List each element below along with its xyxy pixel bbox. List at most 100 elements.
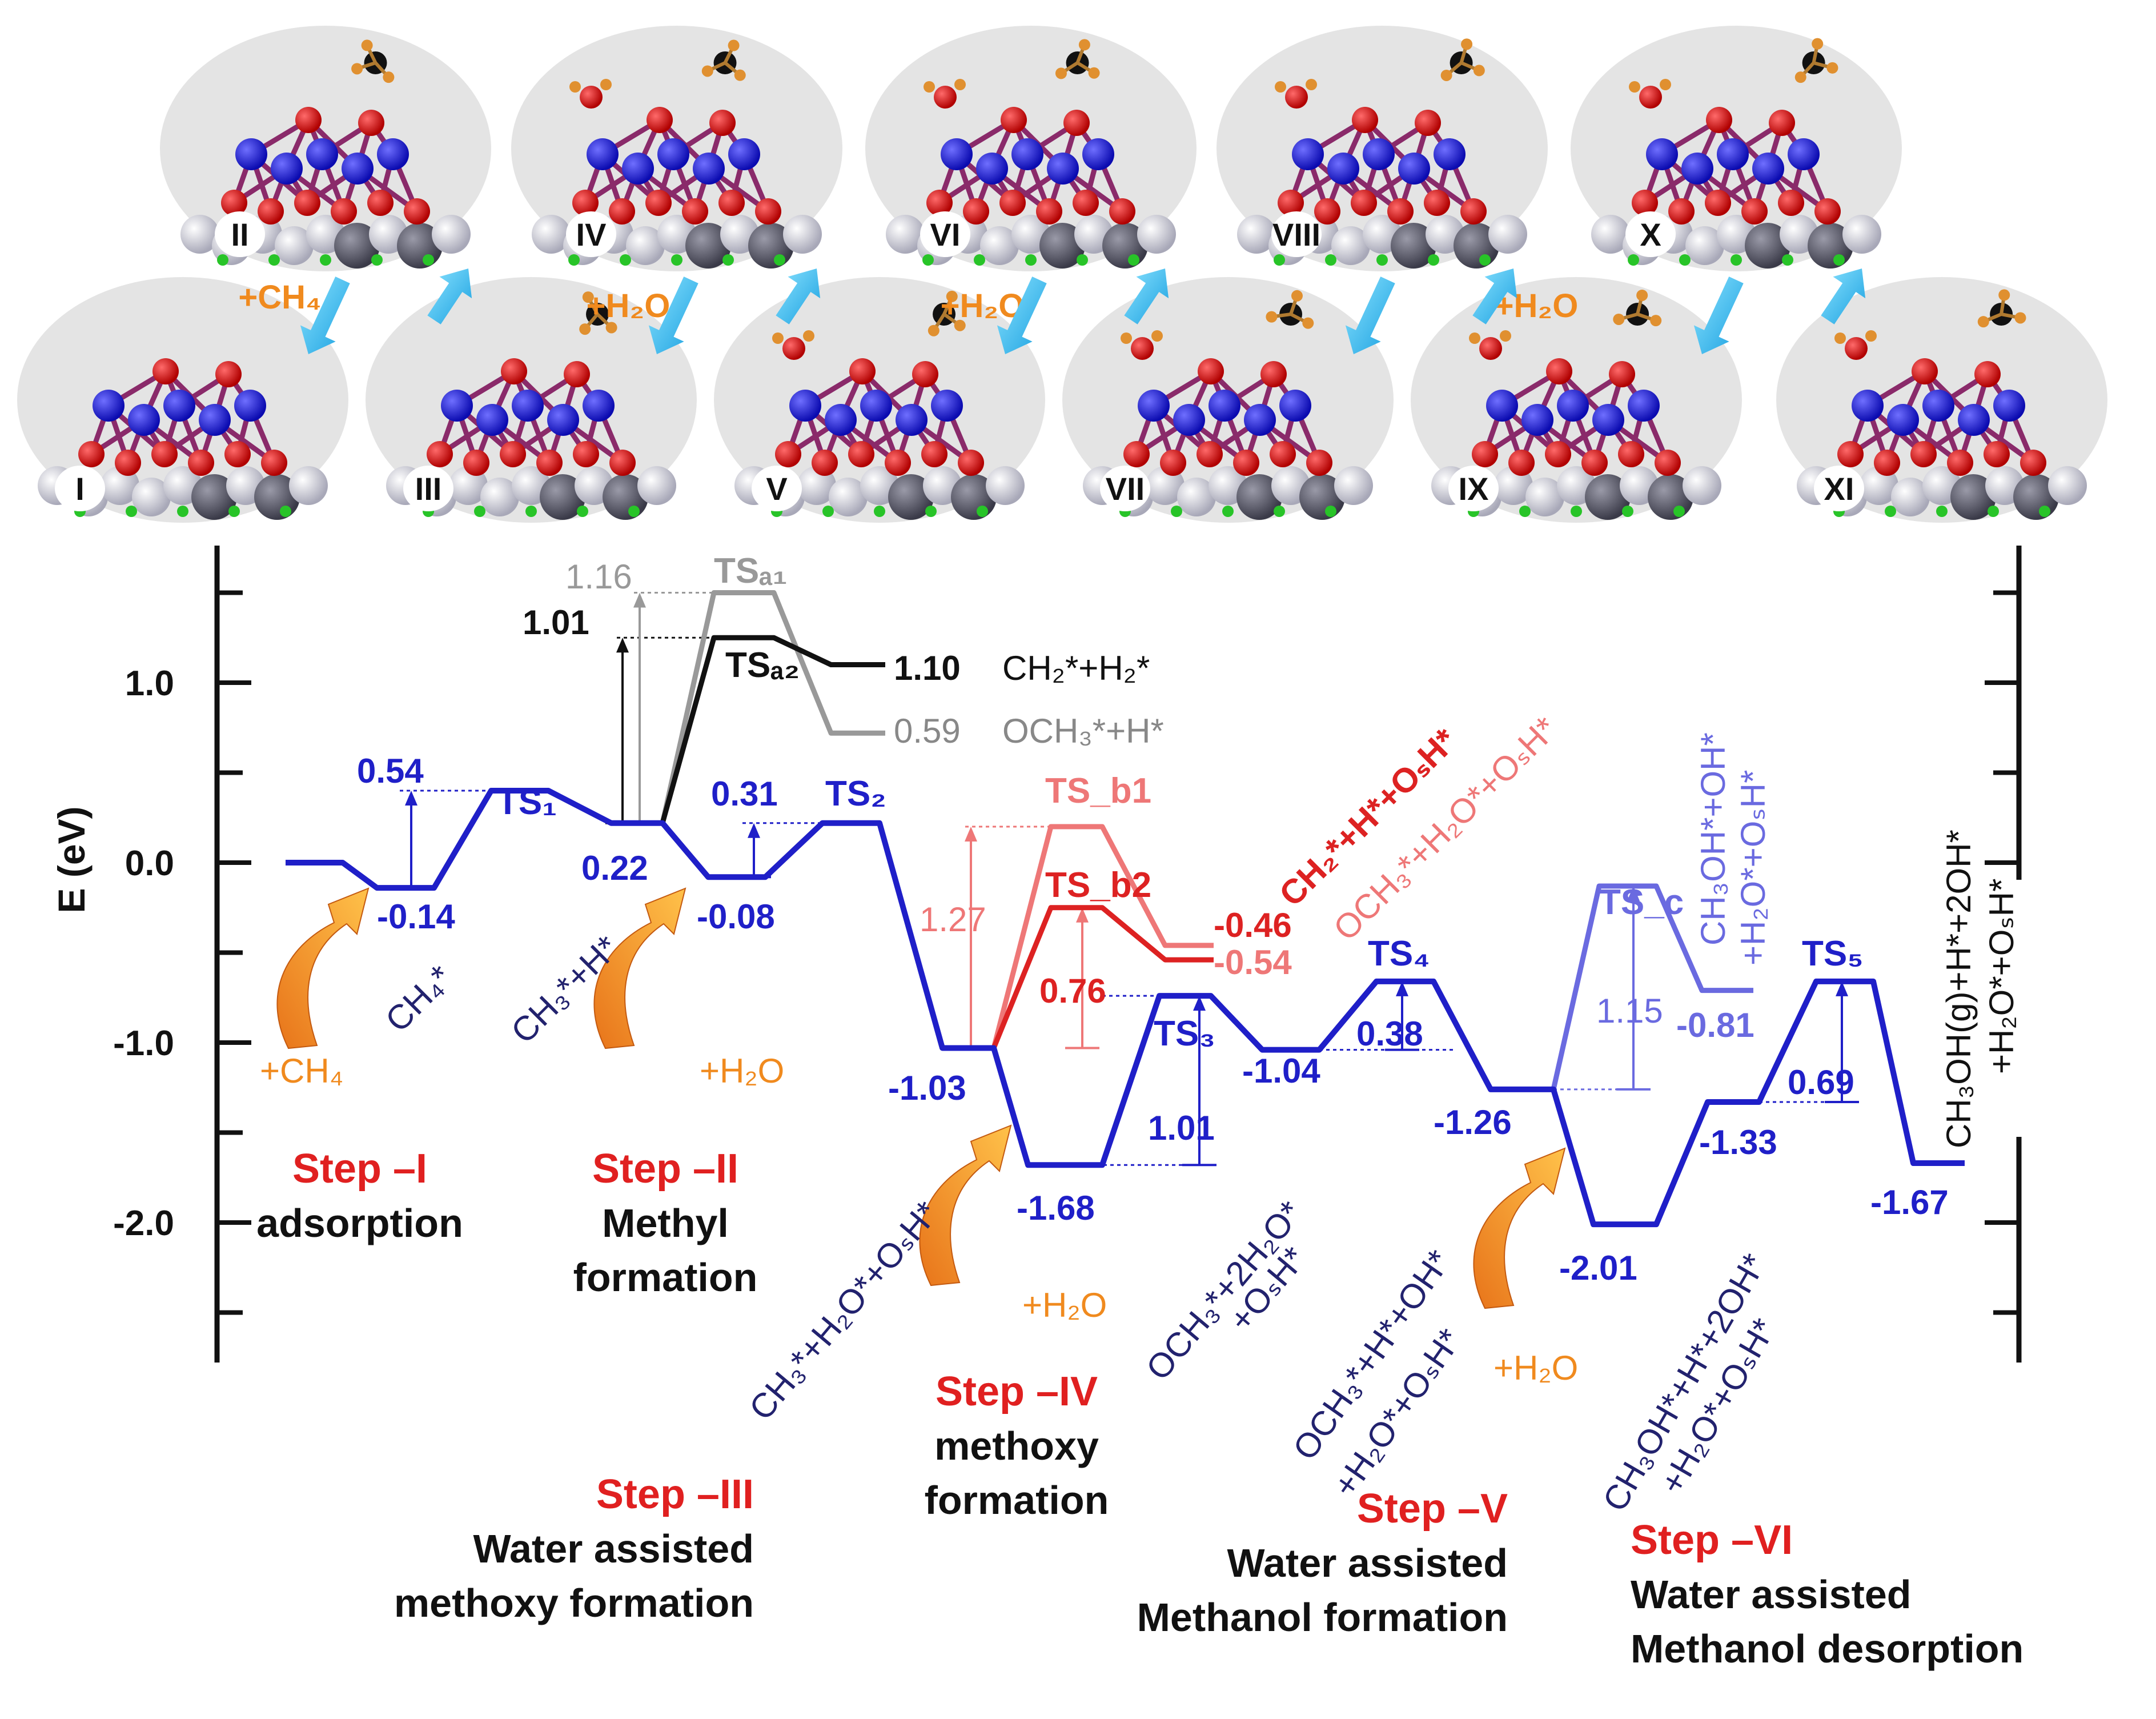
vanadium-atom: [235, 138, 267, 170]
structure-panel: I: [17, 277, 348, 523]
vanadium-atom: [1244, 404, 1276, 436]
species-ch3oh-oh-line2: +H₂O*+OₛH*: [1734, 770, 1772, 965]
vanadium-atom: [1173, 404, 1205, 436]
down-transition-arrow: [427, 269, 472, 324]
species-ch3oh-g-line1: CH₃OH(g)+H*+2OH*: [1940, 830, 1978, 1148]
structure-label: VII: [1106, 471, 1145, 507]
oxygen-atom: [755, 198, 781, 225]
species-ch3-h2o-osh: CH₃*+H₂O*+OₛH*: [742, 1194, 946, 1427]
ts5-label: TS₅: [1802, 934, 1864, 973]
structure-panel: V: [714, 277, 1045, 523]
energy-1.01-top: 1.01: [523, 603, 589, 642]
oxygen-atom: [885, 450, 911, 476]
structure-panel: IX: [1411, 277, 1742, 523]
green-atom: [1325, 254, 1336, 266]
green-atom: [371, 254, 383, 266]
addition-h2o-a: +H₂O: [700, 1052, 784, 1090]
guide-lines: [394, 592, 1859, 1167]
oxygen-atom: [1424, 190, 1450, 216]
structure-label: IV: [576, 217, 607, 253]
y-tick-labels: 1.00.0-1.0-2.0: [113, 664, 174, 1243]
energy--1.04: -1.04: [1242, 1052, 1320, 1090]
y-tick-label: -1.0: [113, 1024, 174, 1063]
vanadium-atom: [789, 390, 821, 422]
vanadium-atom: [1592, 404, 1624, 436]
vanadium-atom: [1788, 138, 1820, 170]
vanadium-atom: [1138, 390, 1170, 422]
y-tick-label: -2.0: [113, 1204, 174, 1243]
oxygen-atom: [294, 190, 320, 216]
hydrogen-atom: [924, 81, 935, 93]
oxygen-atom: [151, 441, 178, 467]
vanadium-atom: [693, 153, 725, 185]
structure-label-badge: [566, 211, 616, 257]
green-atom: [1673, 506, 1685, 517]
green-atom: [1731, 254, 1742, 266]
hydrogen-atom: [1121, 332, 1132, 344]
energy-1.15: 1.15: [1596, 992, 1663, 1030]
vanadium-atom: [1082, 138, 1114, 170]
oxygen-atom: [1668, 198, 1695, 225]
structure-panel: VII: [1062, 277, 1394, 523]
energy--1.26: -1.26: [1434, 1103, 1512, 1141]
oxygen-atom: [1314, 198, 1340, 225]
surface-atom: [334, 223, 380, 269]
surface-atom: [101, 466, 139, 505]
barrier-arrow-tsc-head: [1627, 885, 1640, 901]
energy--2.01: -2.01: [1559, 1249, 1637, 1287]
up-transition-arrow: [1345, 277, 1395, 354]
oxygen-atom: [78, 441, 105, 467]
surface-atom: [1331, 226, 1370, 265]
hydrogen-atom: [1998, 289, 2010, 301]
green-atom: [577, 506, 588, 517]
oxygen-atom: [1778, 190, 1804, 216]
energy-0.31: 0.31: [711, 775, 778, 813]
structure-label-badge: [1625, 211, 1676, 257]
vanadium-atom: [547, 404, 579, 436]
oxygen-atom: [682, 198, 708, 225]
energy-profiles: [286, 590, 1965, 1228]
barrier-arrow-ts1-head: [405, 791, 417, 806]
structure-transition-label: +CH₄: [238, 279, 321, 316]
water-oxygen: [1845, 337, 1868, 360]
hydrogen-atom: [2014, 312, 2026, 324]
oxygen-atom: [573, 441, 599, 467]
vanadium-atom: [1011, 138, 1043, 170]
vanadium-atom: [657, 138, 689, 170]
surface-atom: [1391, 223, 1436, 269]
surface-atom: [783, 215, 822, 254]
green-atom: [922, 254, 934, 266]
water-oxygen: [1639, 86, 1662, 109]
tsb1-label: TS_b1: [1045, 771, 1151, 811]
addition-arrows: [276, 887, 1566, 1309]
oxygen-atom: [1063, 110, 1090, 136]
addition-ch4: +CH₄: [260, 1052, 343, 1090]
branch-tsa2: [660, 635, 885, 824]
oxygen-atom: [1415, 110, 1441, 136]
oxygen-atom: [1508, 450, 1535, 476]
hydrogen-atom: [600, 79, 612, 90]
structure-panel: VIII: [1216, 26, 1548, 271]
step-title: Step –VI: [1631, 1517, 1793, 1563]
hydrogen-atom: [1461, 38, 1473, 50]
green-atom: [722, 254, 734, 266]
oxygen-atom: [152, 358, 179, 384]
surface-atom: [1950, 474, 1996, 520]
ts3-label: TS₃: [1154, 1014, 1215, 1053]
energy--1.67: -1.67: [1870, 1183, 1949, 1221]
barrier-arrow-ts2-head: [748, 823, 760, 838]
structure-panel: II: [160, 26, 491, 271]
surface-atom: [626, 226, 665, 265]
green-atom: [1376, 254, 1388, 266]
down-transition-arrow: [776, 269, 821, 324]
vanadium-atom: [825, 404, 857, 436]
energy-0.38: 0.38: [1356, 1015, 1423, 1053]
energy--0.08: -0.08: [697, 897, 775, 936]
oxygen-atom: [1912, 358, 1938, 384]
addition-labels: +CH₄ +H₂O +H₂O +H₂O: [260, 1052, 1578, 1387]
energy-0.69: 0.69: [1788, 1063, 1854, 1101]
surface-atom: [1488, 215, 1527, 254]
vanadium-atom: [931, 390, 963, 422]
energy-1.01-bottom: 1.01: [1148, 1109, 1215, 1147]
